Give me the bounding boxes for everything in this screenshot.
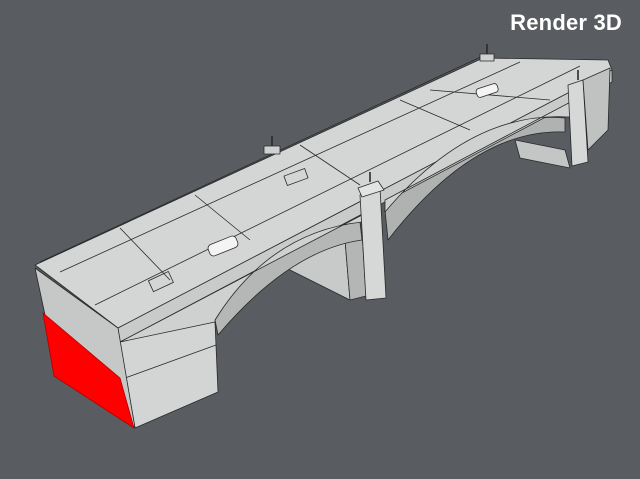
deck-joint — [429, 89, 551, 101]
center-pier-cap — [357, 180, 385, 198]
car — [207, 235, 239, 257]
deck-joint — [399, 99, 471, 131]
deck-joint — [119, 227, 171, 281]
deck-joint — [299, 144, 361, 186]
right-end-wall — [582, 67, 611, 151]
bridge-deck — [34, 57, 613, 329]
right-pier — [567, 79, 589, 167]
abutment-course-line — [124, 344, 217, 379]
selected-face-highlight[interactable] — [42, 312, 135, 429]
deck-panel — [283, 168, 309, 186]
render-mode-label: Render 3D — [510, 10, 622, 35]
deck-panel — [148, 271, 174, 293]
lamp-base — [263, 145, 281, 155]
deck-lane-line — [94, 65, 581, 306]
deck-lane-line — [39, 54, 486, 263]
right-abutment — [514, 139, 571, 169]
car — [475, 83, 499, 98]
lamp-base — [479, 53, 495, 62]
left-spandrel — [119, 214, 363, 343]
deck-joint — [194, 194, 251, 241]
deck-lane-line — [59, 61, 521, 273]
